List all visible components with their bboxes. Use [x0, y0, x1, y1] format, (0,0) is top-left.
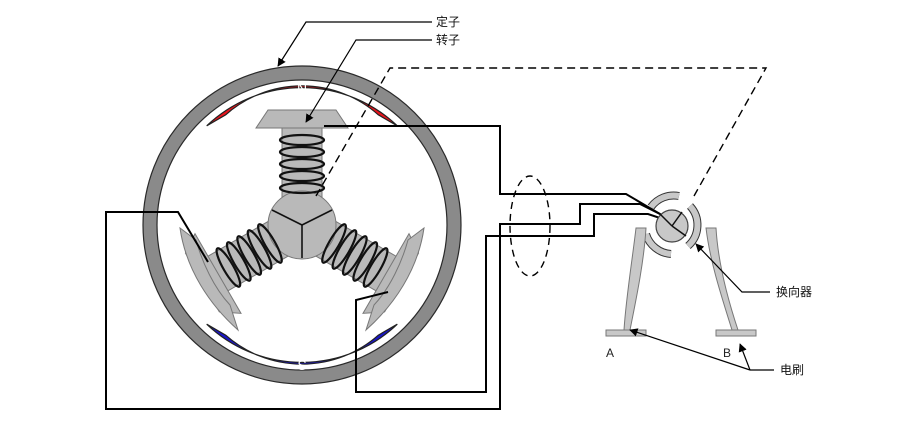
leader-brush-a [629, 328, 751, 371]
wire-top-coil [324, 125, 661, 215]
wire-bundle-outline [509, 175, 551, 277]
rotor-shoe-right [364, 226, 425, 332]
coil-right [321, 223, 389, 288]
coil-top [278, 133, 326, 195]
hub-y-lines [271, 209, 333, 258]
projection-dashed-line [315, 67, 768, 197]
north-pole-label: N [297, 80, 307, 96]
wires [105, 125, 685, 410]
coil-left [215, 223, 283, 288]
brush-label: 电刷 [780, 363, 804, 377]
brush-b [705, 227, 757, 337]
commutator [642, 191, 702, 258]
wire-right-coil [355, 213, 685, 393]
commutator-label: 换向器 [776, 284, 812, 299]
leader-stator [277, 21, 432, 67]
brush-a [605, 227, 647, 337]
leader-brush-b [738, 343, 751, 371]
south-pole-label: S [297, 357, 306, 373]
brush-a-label: A [606, 346, 614, 360]
rotor-shoe-left [179, 226, 240, 332]
stator-ring [142, 65, 462, 385]
rotor-label: 转子 [436, 32, 460, 47]
leader-rotor [305, 39, 432, 123]
stator-label: 定子 [436, 14, 460, 29]
brush-b-label: B [723, 346, 731, 360]
south-pole [206, 323, 398, 365]
wire-left-coil [105, 203, 673, 410]
leader-commutator [695, 243, 770, 293]
